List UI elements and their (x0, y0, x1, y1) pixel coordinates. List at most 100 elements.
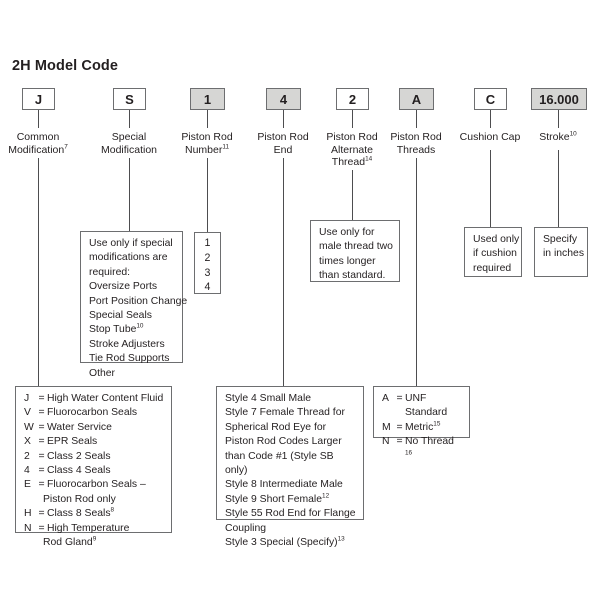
option-key: X (24, 436, 31, 448)
stem-label-piston-rod-threads: Piston Rod Threads (372, 131, 460, 156)
footnote-ref: 8 (110, 506, 115, 514)
footnote-ref: 16 (405, 449, 413, 457)
style-option: Style 55 Rod End for Flange Coupling (225, 508, 356, 534)
equals-sign: = (38, 393, 45, 404)
option-key: W (24, 421, 34, 433)
equals-sign: = (396, 436, 403, 448)
code-chip-piston-rod-number[interactable]: 1 (190, 88, 225, 110)
equals-sign: = (396, 393, 403, 404)
stem-label-line: Piston Rod (326, 131, 378, 143)
code-chip-piston-rod-end[interactable]: 4 (266, 88, 301, 110)
option-row: N=High Temperature (24, 522, 164, 536)
option-key: N (382, 436, 390, 448)
piston-rod-number-options-box: 1 2 3 4 (194, 232, 221, 294)
equals-sign: = (38, 421, 45, 433)
note-line: if cushion (473, 248, 517, 260)
connector-piston-rod-threads-main (416, 158, 417, 386)
equals-sign: = (38, 522, 45, 534)
alternate-thread-note-box: Use only for male thread two times longe… (310, 220, 400, 282)
option-row: 4=Class 4 Seals (24, 464, 164, 478)
thread-options-box: A=UNF Standard M=Metric15 N=No Thread 16 (373, 386, 470, 456)
note-line: in inches (543, 248, 585, 260)
connector-piston-rod-number-top (207, 110, 208, 128)
note-line: Stroke Adjusters (89, 338, 165, 350)
connector-piston-rod-threads-top (416, 110, 417, 128)
option-value: Class 4 Seals (47, 465, 111, 477)
option-row: M=Metric15 (382, 421, 462, 435)
note-line: Specify (543, 234, 578, 245)
stem-label-line: Threads (396, 143, 436, 156)
equals-sign: = (38, 407, 45, 419)
connector-alternate-thread-top (352, 110, 353, 128)
option-value-continued: Rod Gland9 (43, 535, 97, 549)
option-value: High Water Content Fluid (47, 393, 164, 404)
piston-rod-number-option: 4 (204, 281, 211, 294)
footnote-ref: 7 (64, 143, 68, 151)
option-value: Class 8 Seals8 (47, 506, 115, 520)
stem-label-piston-rod-number: Piston Rod Number11 (163, 131, 251, 156)
option-row: E =Fluorocarbon Seals – (24, 478, 164, 492)
note-line: Port Position Change (89, 295, 188, 307)
connector-cushion-cap-main (490, 150, 491, 227)
option-key: J (24, 393, 30, 404)
stem-label-line: Piston Rod (257, 131, 309, 143)
stem-label-line: Alternate (330, 143, 374, 156)
option-key: N (24, 522, 32, 534)
connector-common-modification-main (38, 158, 39, 386)
stem-label-line: End (273, 143, 293, 156)
option-value: Water Service (47, 421, 112, 433)
connector-piston-rod-end-main (283, 158, 284, 386)
option-value: UNF Standard (405, 393, 448, 419)
stem-label-line: Piston Rod (181, 131, 233, 143)
stem-label-line: Special (111, 131, 147, 143)
code-chip-piston-rod-alternate-thread[interactable]: 2 (336, 88, 369, 110)
option-row: 2 =Class 2 Seals (24, 450, 164, 464)
footnote-ref: 11 (222, 143, 229, 151)
equals-sign: = (38, 479, 45, 491)
piston-rod-number-option: 2 (204, 251, 211, 264)
footnote-ref: 9 (92, 535, 97, 543)
stroke-note-box: Specify in inches (534, 227, 588, 277)
common-modification-options-box: J=High Water Content Fluid V=Fluorocarbo… (15, 386, 172, 548)
footnote-ref: 10 (136, 322, 144, 330)
code-chip-piston-rod-threads[interactable]: A (399, 88, 434, 110)
code-chip-special-modification[interactable]: S (113, 88, 146, 110)
page-title: 2H Model Code (12, 58, 119, 74)
option-value: Metric15 (405, 420, 441, 433)
equals-sign: = (38, 450, 45, 462)
code-chip-cushion-cap[interactable]: C (474, 88, 507, 110)
stem-label-piston-rod-alternate-thread: Piston Rod Alternate Thread14 (308, 131, 396, 169)
note-line: Stop Tube10 (89, 322, 144, 336)
option-key: E (24, 479, 31, 491)
stem-label-piston-rod-end: Piston Rod End (239, 131, 327, 156)
style-option: Style 7 Female Thread for Spherical Rod … (225, 407, 345, 477)
connector-alternate-thread-main (352, 170, 353, 220)
option-value: Fluorocarbon Seals – (47, 479, 146, 491)
stem-label-special-modification: Special Modification (85, 131, 173, 156)
rod-end-styles-box: Style 4 Small Male Style 7 Female Thread… (216, 386, 364, 548)
equals-sign: = (38, 508, 45, 520)
connector-piston-rod-end-top (283, 110, 284, 128)
stem-label-line: Modification (100, 143, 158, 156)
option-value-continued: Piston Rod only (43, 493, 116, 505)
note-line: than standard. (319, 270, 386, 282)
stem-label-line: Common (16, 131, 60, 143)
style-option: Style 3 Special (Specify)13 (225, 535, 345, 549)
footnote-ref: 14 (365, 155, 373, 163)
option-row: A=UNF Standard (382, 392, 462, 421)
option-value: Class 2 Seals (47, 450, 111, 462)
footnote-ref: 15 (433, 420, 441, 428)
style-option: Style 9 Short Female12 (225, 492, 330, 505)
style-option: Style 4 Small Male (225, 393, 312, 404)
piston-rod-number-option: 3 (204, 266, 211, 279)
code-chip-common-modification[interactable]: J (22, 88, 55, 110)
style-option: Style 8 Intermediate Male (225, 479, 343, 491)
option-key: 4 (24, 465, 30, 477)
piston-rod-number-option: 1 (204, 237, 211, 249)
connector-cushion-cap-top (490, 110, 491, 128)
note-line: required: (89, 266, 131, 278)
code-chip-stroke[interactable]: 16.000 (531, 88, 587, 110)
option-key: 2 (24, 450, 30, 462)
option-value: EPR Seals (47, 436, 98, 448)
note-line: times longer (319, 255, 376, 267)
